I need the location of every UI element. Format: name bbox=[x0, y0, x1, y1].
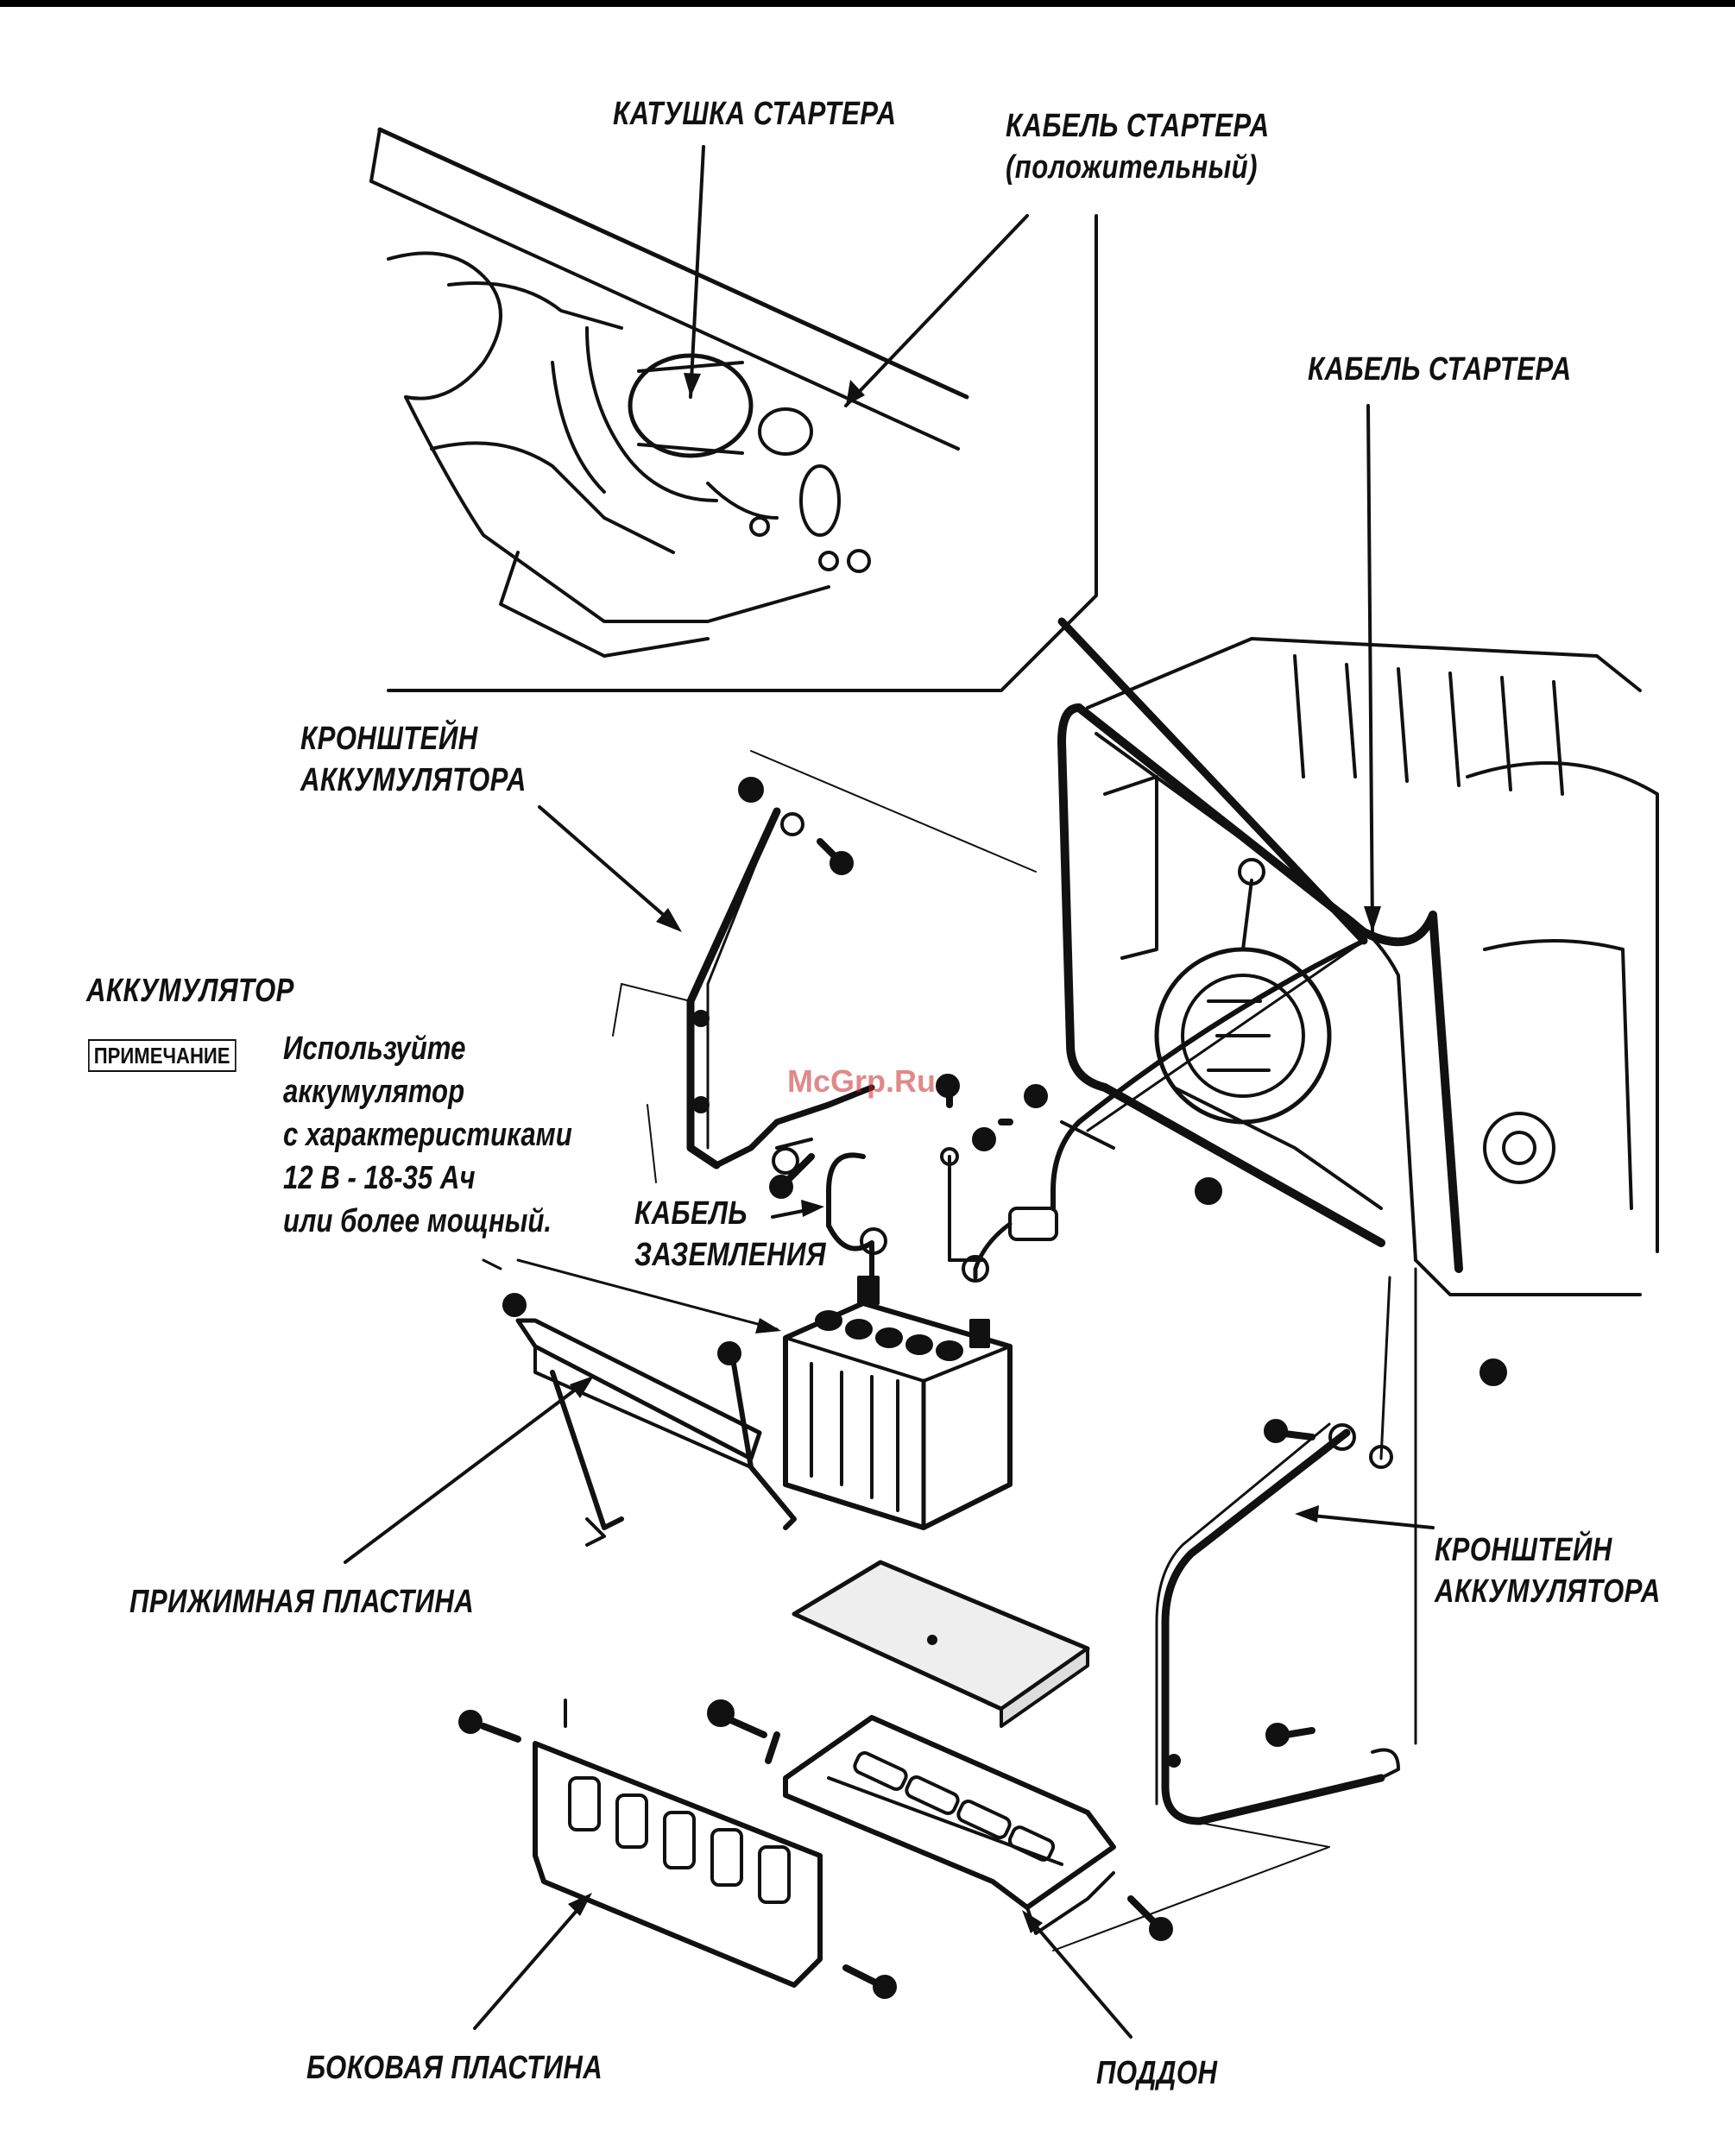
label-ground-cable-line2: ЗАЗЕМЛЕНИЯ bbox=[634, 1234, 826, 1276]
label-ground-cable-line1: КАБЕЛЬ bbox=[634, 1193, 826, 1234]
label-ground-cable: КАБЕЛЬ ЗАЗЕМЛЕНИЯ bbox=[634, 1193, 826, 1276]
note-line: или более мощный. bbox=[283, 1200, 572, 1243]
label-tray: ПОДДОН bbox=[1096, 2052, 1217, 2094]
label-starter-cable-positive-line1: КАБЕЛЬ СТАРТЕРА bbox=[1006, 105, 1270, 147]
label-battery-bracket-top-line2: АККУМУЛЯТОРА bbox=[300, 760, 527, 801]
note-text: Используйте аккумулятор с характеристика… bbox=[283, 1027, 572, 1243]
note-badge: ПРИМЕЧАНИЕ bbox=[88, 1039, 236, 1072]
label-battery-bracket-right-line1: КРОНШТЕЙН bbox=[1435, 1529, 1661, 1571]
watermark: McGrp.Ru bbox=[787, 1063, 936, 1100]
label-side-plate: БОКОВАЯ ПЛАСТИНА bbox=[306, 2047, 603, 2089]
label-battery-bracket-right: КРОНШТЕЙН АККУМУЛЯТОРА bbox=[1435, 1529, 1661, 1612]
generator-frame bbox=[1062, 639, 1657, 1384]
starter-cable-drawing bbox=[963, 941, 1364, 1281]
label-starter-coil: КАТУШКА СТАРТЕРА bbox=[613, 93, 896, 135]
label-battery-bracket-top-line1: КРОНШТЕЙН bbox=[300, 718, 527, 760]
battery-bracket-top bbox=[613, 751, 1036, 1197]
clamp-plate-drawing bbox=[504, 1295, 794, 1545]
tray-pad-drawing bbox=[794, 1562, 1088, 1726]
label-starter-cable-positive: КАБЕЛЬ СТАРТЕРА (положительный) bbox=[1006, 105, 1270, 188]
note-line: аккумулятор bbox=[283, 1070, 572, 1113]
note-line: Используйте bbox=[283, 1027, 572, 1070]
battery-drawing bbox=[785, 1277, 1010, 1528]
note-line: 12 В - 18-35 Ач bbox=[283, 1157, 572, 1200]
label-battery: АККУМУЛЯТОР bbox=[86, 970, 294, 1012]
label-starter-cable-positive-line2: (положительный) bbox=[1006, 147, 1270, 188]
label-starter-cable: КАБЕЛЬ СТАРТЕРА bbox=[1308, 349, 1572, 390]
ground-cable-drawing bbox=[829, 1075, 984, 1295]
label-battery-bracket-top: КРОНШТЕЙН АККУМУЛЯТОРА bbox=[300, 718, 527, 801]
label-clamp-plate: ПРИЖИМНАЯ ПЛАСТИНА bbox=[129, 1581, 474, 1623]
label-battery-bracket-right-line2: АККУМУЛЯТОРА bbox=[1435, 1571, 1661, 1612]
note-line: с характеристиками bbox=[283, 1113, 572, 1157]
